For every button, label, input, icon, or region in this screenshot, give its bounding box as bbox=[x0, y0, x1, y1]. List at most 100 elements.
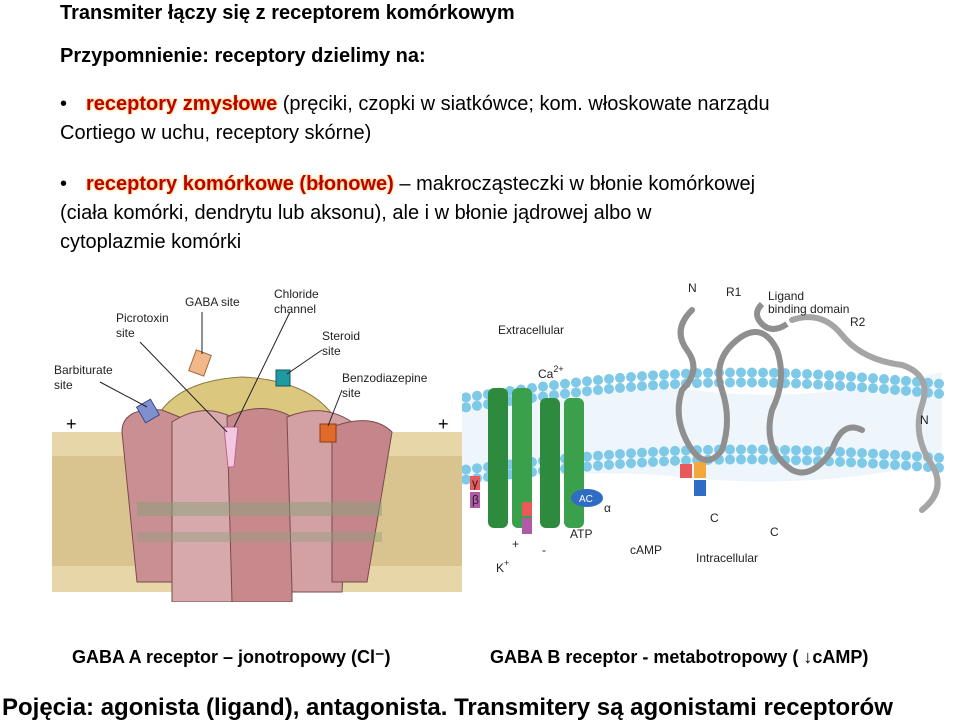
lipid-head bbox=[857, 448, 867, 458]
lipid-head bbox=[868, 373, 878, 384]
lipid-head bbox=[615, 449, 625, 460]
lipid-head bbox=[593, 375, 603, 386]
lipid-head bbox=[846, 447, 856, 458]
lipid-head bbox=[879, 459, 889, 470]
slide-title: Transmiter łączy się z receptorem komórk… bbox=[60, 2, 515, 24]
gaba-site-marker bbox=[188, 349, 212, 377]
lipid-head bbox=[846, 457, 856, 468]
lipid-head bbox=[835, 456, 845, 467]
lipid-head bbox=[549, 380, 559, 391]
label-n-top: N bbox=[688, 281, 697, 295]
lipid-head bbox=[890, 384, 900, 395]
barbiturate-site-marker bbox=[135, 398, 161, 424]
gaba-b-receptor-diagram: Extracellular Intracellular Ca2+ K+ N N … bbox=[462, 281, 944, 575]
label-calcium: Ca2+ bbox=[538, 364, 564, 381]
lipid-head bbox=[593, 385, 603, 396]
lipid-head bbox=[582, 451, 592, 462]
lipid-head bbox=[593, 450, 603, 461]
lipid-head bbox=[791, 455, 801, 466]
lipid-head bbox=[648, 456, 658, 467]
lipid-head bbox=[725, 377, 735, 388]
adenylyl-cyclase bbox=[571, 489, 603, 507]
lipid-head bbox=[604, 383, 614, 394]
lipid-head bbox=[648, 380, 658, 391]
receptor-chain-r1 bbox=[675, 307, 865, 476]
label-atp: ATP bbox=[570, 527, 592, 541]
lipid-head bbox=[692, 378, 702, 389]
lipid-head bbox=[934, 378, 944, 389]
lipid-head bbox=[835, 370, 845, 381]
lipid-head bbox=[879, 374, 889, 385]
highlight-cellular: receptory komórkowe (błonowe) bbox=[86, 173, 394, 195]
lipid-head bbox=[813, 379, 823, 390]
caption-gaba-b: GABA B receptor - metabotropowy ( ↓cAMP) bbox=[490, 647, 869, 667]
calcium-channel bbox=[540, 398, 560, 528]
lipid-head bbox=[747, 377, 757, 388]
lipid-head bbox=[725, 444, 735, 455]
lipid-head bbox=[890, 459, 900, 470]
lipid-head bbox=[725, 454, 735, 465]
lipid-head bbox=[791, 378, 801, 389]
lipid-head bbox=[846, 381, 856, 392]
lipid-head bbox=[791, 368, 801, 379]
plus-sign-left: + bbox=[66, 414, 77, 434]
label-benzo-1: Benzodiazepine bbox=[342, 371, 428, 385]
lipid-head bbox=[659, 456, 669, 467]
lipid-head bbox=[659, 379, 669, 390]
label-beta: β bbox=[472, 493, 479, 507]
lipid-head bbox=[868, 448, 878, 459]
label-steroid-1: Steroid bbox=[322, 329, 360, 343]
lipid-head bbox=[802, 445, 812, 456]
lipid-head bbox=[747, 367, 757, 378]
label-steroid-2: site bbox=[322, 344, 341, 358]
lipid-head bbox=[637, 381, 647, 392]
caption-gaba-a: GABA A receptor – jonotropowy (Cl⁻) bbox=[72, 647, 391, 667]
label-barbiturate-1: Barbiturate bbox=[54, 363, 113, 377]
lipid-head bbox=[462, 402, 471, 413]
lipid-head bbox=[901, 385, 911, 396]
label-alpha: α bbox=[604, 501, 611, 515]
bullet1-text-2: Cortiego w uchu, receptory skórne) bbox=[60, 122, 372, 144]
lipid-head bbox=[835, 380, 845, 391]
lipid-head bbox=[582, 376, 592, 387]
lipid-head bbox=[769, 377, 779, 388]
label-r1: R1 bbox=[726, 285, 742, 299]
lipid-head bbox=[648, 370, 658, 381]
lipid-head bbox=[462, 392, 471, 403]
lipid-head bbox=[758, 377, 768, 388]
lipid-head bbox=[659, 369, 669, 380]
label-r2: R2 bbox=[850, 315, 866, 329]
lipid-head bbox=[593, 460, 603, 471]
lipid-head bbox=[637, 457, 647, 468]
label-plus: + bbox=[512, 537, 519, 551]
benzodiazepine-site-marker bbox=[319, 423, 337, 443]
label-picrotoxin-1: Picrotoxin bbox=[116, 311, 169, 325]
bullet2-text-2: (ciała komórki, dendrytu lub aksonu), al… bbox=[60, 202, 652, 224]
lipid-head bbox=[857, 458, 867, 468]
lipid-head bbox=[648, 446, 658, 457]
receptor-chain-r2 bbox=[789, 314, 941, 513]
bullet1-text: (pręciki, czopki w siatkówce; kom. włosk… bbox=[277, 93, 770, 115]
lipid-head bbox=[560, 378, 570, 389]
lipid-heads-top bbox=[462, 367, 944, 413]
bullet-sensory-receptors: • receptory zmysłowe (pręciki, czopki w s… bbox=[60, 90, 940, 148]
lipid-head bbox=[890, 374, 900, 385]
lipid-head bbox=[538, 381, 548, 392]
label-ac: AC bbox=[579, 494, 593, 505]
steroid-site-marker bbox=[275, 369, 291, 387]
lipid-head bbox=[681, 455, 691, 466]
lipid-head bbox=[604, 373, 614, 384]
label-chloride-1: Chloride bbox=[274, 287, 319, 301]
lipid-head bbox=[934, 388, 944, 399]
highlight-sensory: receptory zmysłowe bbox=[86, 93, 278, 115]
bullet-marker: • bbox=[60, 93, 68, 115]
lipid-head bbox=[813, 369, 823, 380]
label-gaba-site: GABA site bbox=[185, 295, 240, 309]
lipid-head bbox=[868, 383, 878, 394]
lipid-head bbox=[582, 386, 592, 397]
label-c2: C bbox=[770, 525, 779, 539]
label-chloride-2: channel bbox=[274, 302, 316, 316]
lipid-head bbox=[835, 446, 845, 457]
label-c1: C bbox=[710, 511, 719, 525]
gaba-a-receptor-diagram: GABA site Chloride channel Picrotoxin si… bbox=[52, 287, 462, 602]
